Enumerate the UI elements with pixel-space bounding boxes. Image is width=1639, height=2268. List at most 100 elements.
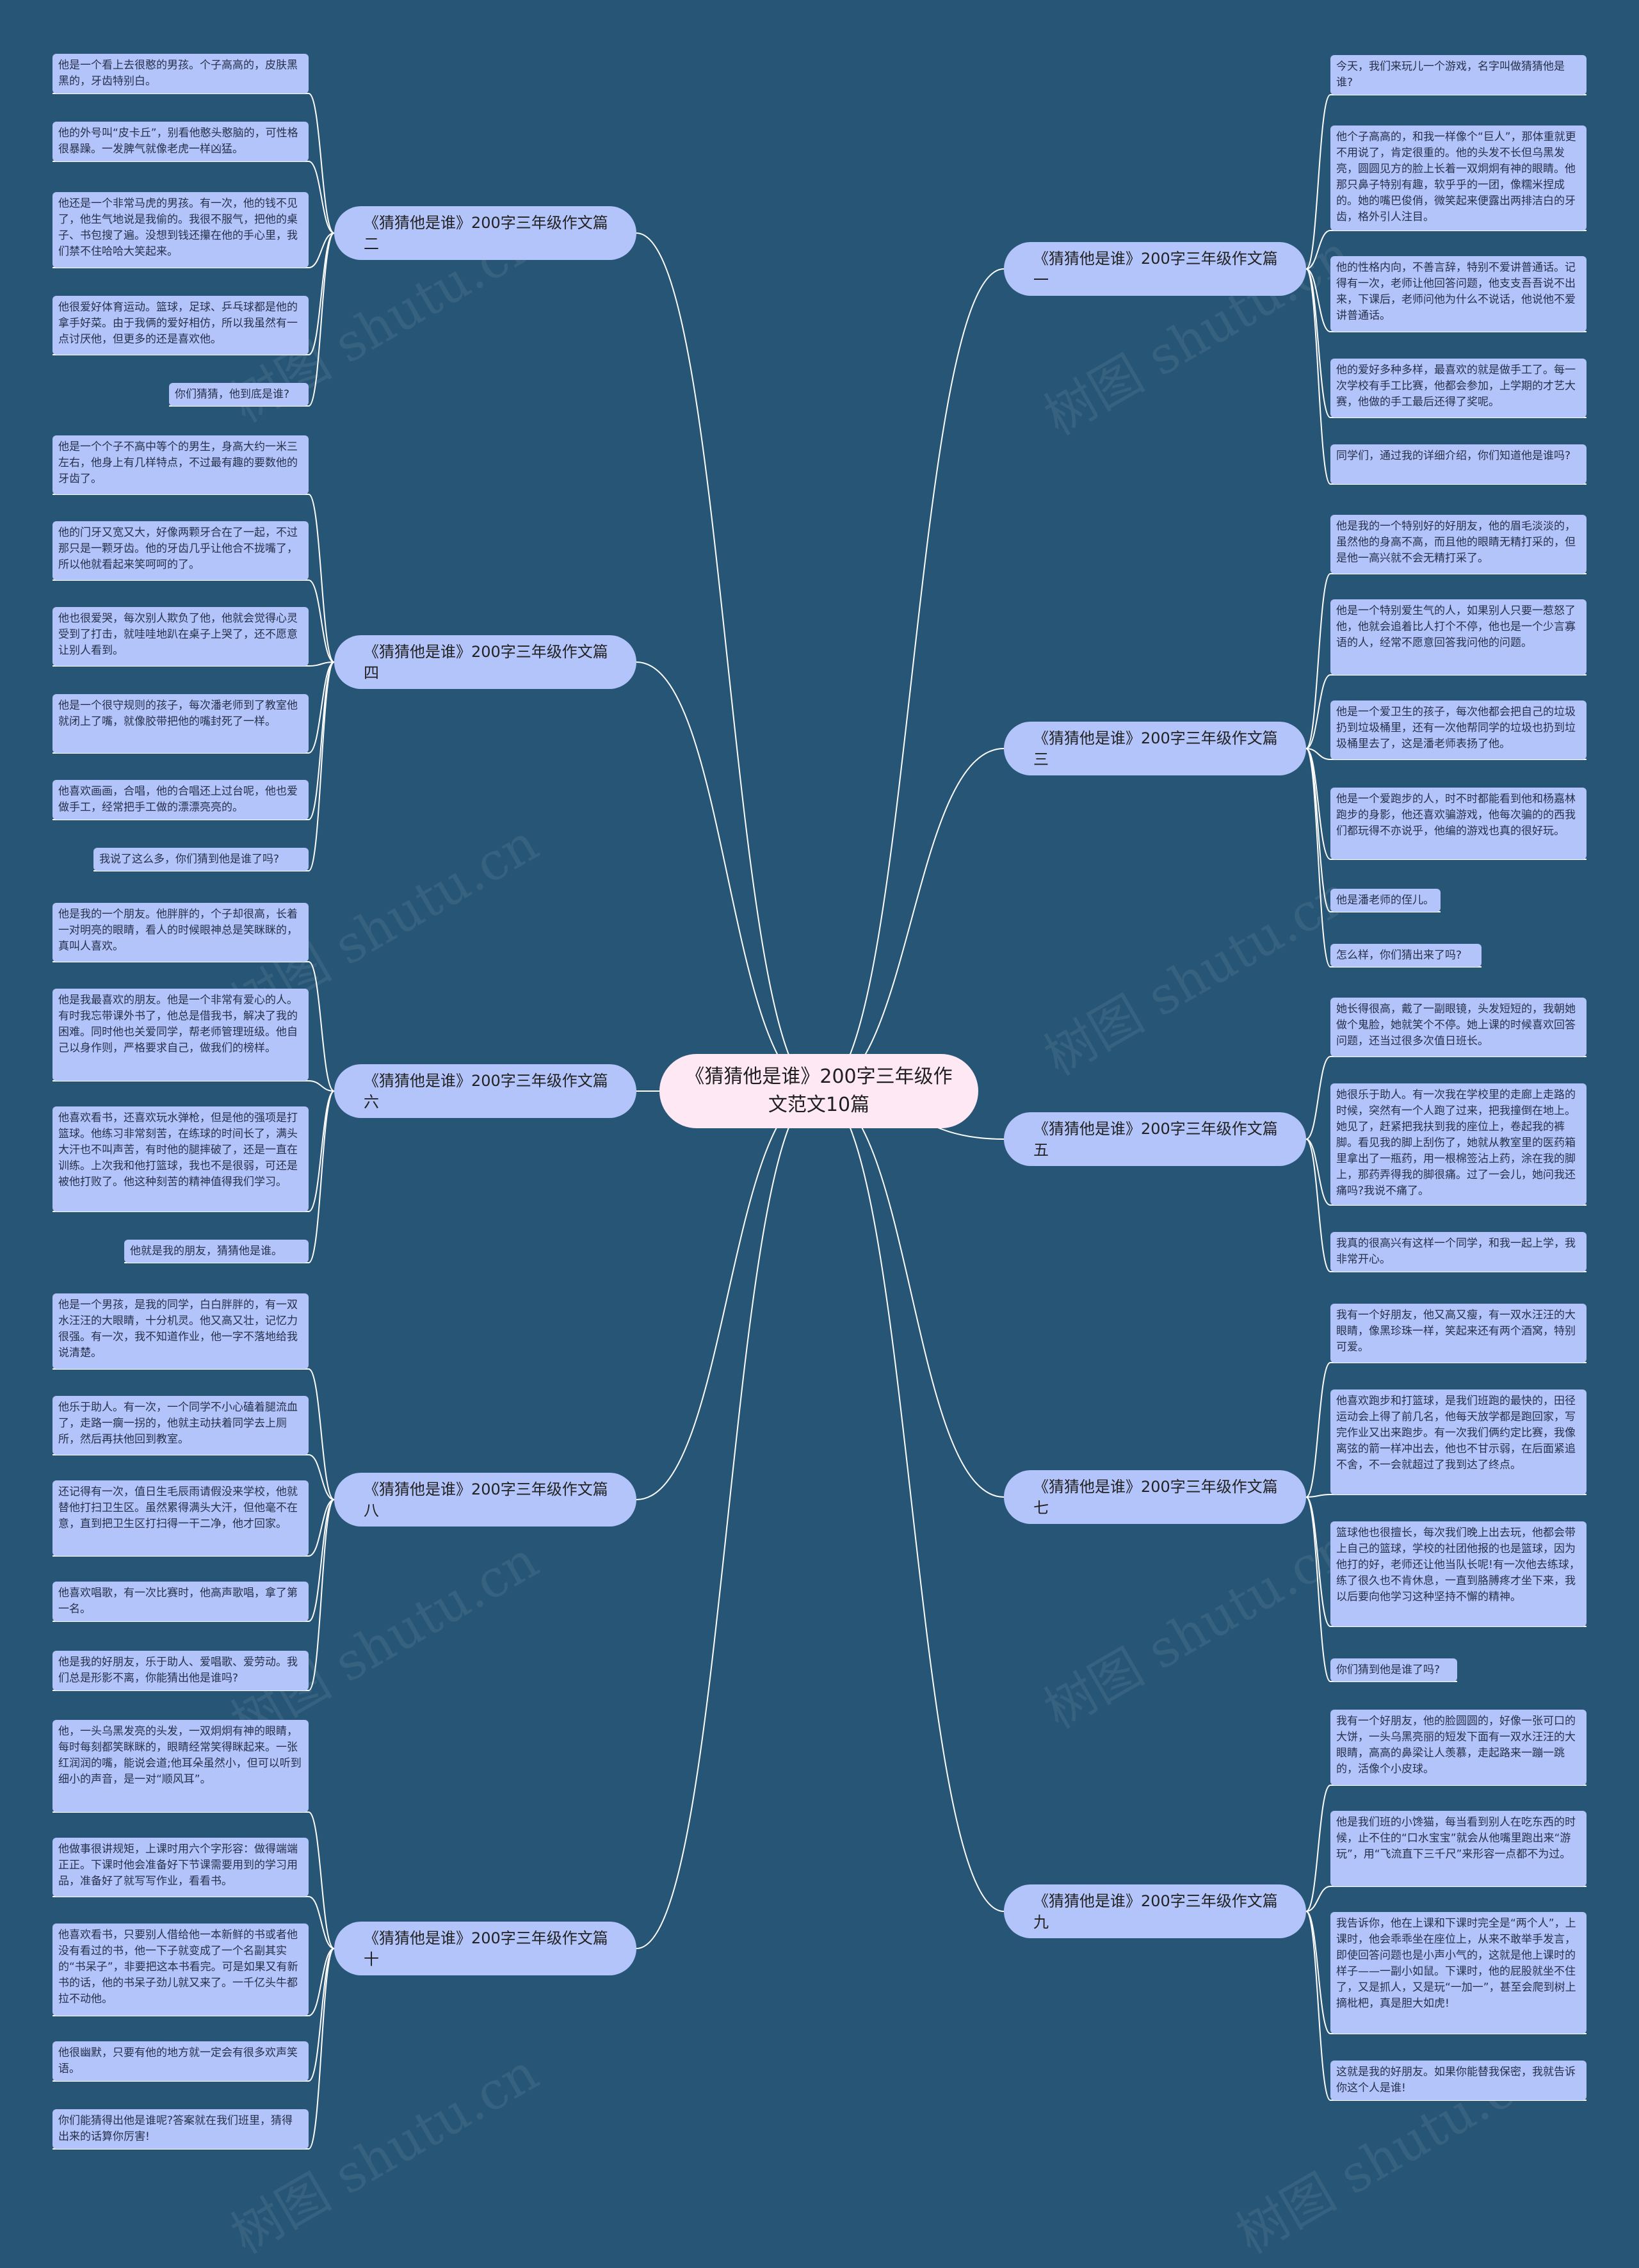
leaf-4-3: 他也很爱哭，每次别人欺负了他，他就会觉得心灵受到了打击，就哇哇地趴在桌子上哭了，… <box>52 607 309 666</box>
leaf-6-4: 他就是我的朋友，猜猜他是谁。 <box>124 1240 309 1263</box>
leaf-1-3: 他的性格内向，不善言辞，特别不爱讲普通话。记得有一次，老师让他回答问题，他支支吾… <box>1330 256 1587 332</box>
branch-node-4[interactable]: 《猜猜他是谁》200字三年级作文篇四 <box>334 635 636 689</box>
branch-3-leaf-2-line <box>1305 674 1331 749</box>
leaf-10-5: 你们能猜得出他是谁呢?答案就在我们班里，猜得出来的话算你厉害! <box>52 2109 309 2149</box>
branch-node-2[interactable]: 《猜猜他是谁》200字三年级作文篇二 <box>334 206 636 260</box>
leaf-3-1: 他是我的一个特别好的好朋友，他的眉毛淡淡的，虽然他的身高不高，而且他的眼睛无精打… <box>1330 515 1587 574</box>
leaf-1-5: 同学们，通过我的详细介绍，你们知道他是谁吗? <box>1330 444 1587 484</box>
branch-4-leaf-6-line <box>308 661 335 871</box>
leaf-9-4: 这就是我的好朋友。如果你能替我保密，我就告诉你这个人是谁! <box>1330 2061 1587 2100</box>
leaf-4-2: 他的门牙又宽又大，好像两颗牙合在了一起，不过那只是一颗牙齿。他的牙齿几乎让他合不… <box>52 521 309 580</box>
branch-node-5[interactable]: 《猜猜他是谁》200字三年级作文篇五 <box>1004 1112 1306 1166</box>
branch-node-10[interactable]: 《猜猜他是谁》200字三年级作文篇十 <box>334 1922 636 1975</box>
root-node[interactable]: 《猜猜他是谁》200字三年级作文范文10篇 <box>659 1054 978 1128</box>
branch-node-9[interactable]: 《猜猜他是谁》200字三年级作文篇九 <box>1004 1884 1306 1938</box>
branch-1-leaf-3-line <box>1305 268 1331 332</box>
leaf-3-3: 他是一个爱卫生的孩子，每次他都会把自己的垃圾扔到垃圾桶里，还有一次他帮同学的垃圾… <box>1330 701 1587 759</box>
branch-9-leaf-3-line <box>1305 1911 1331 2034</box>
branch-5-leaf-1-line <box>1305 1056 1331 1140</box>
branch-1-leaf-4-line <box>1305 268 1331 418</box>
leaf-7-3: 篮球他也很擅长，每次我们晚上出去玩，他都会带上自己的篮球，学校的社团他报的也是篮… <box>1330 1521 1587 1626</box>
branch-8-leaf-5-line <box>308 1499 335 1691</box>
branch-3-leaf-6-line <box>1305 748 1331 968</box>
leaf-2-5: 你们猜猜，他到底是谁? <box>169 383 309 406</box>
branch-7-leaf-4-line <box>1305 1496 1331 1682</box>
root-to-branch-4-line <box>636 661 820 1092</box>
branch-5-leaf-2-line <box>1305 1138 1331 1206</box>
leaf-8-2: 他乐于助人。有一次，一个同学不小心磕着腿流血了，走路一瘸一拐的，他就主动扶着同学… <box>52 1396 309 1455</box>
leaf-7-4: 你们猜到他是谁了吗? <box>1330 1658 1457 1681</box>
branch-1-leaf-2-line <box>1305 230 1331 270</box>
leaf-6-1: 他是我的一个朋友。他胖胖的，个子却很高，长着一对明亮的眼睛，看人的时候眼神总是笑… <box>52 903 309 962</box>
branch-node-6[interactable]: 《猜猜他是谁》200字三年级作文篇六 <box>334 1064 636 1118</box>
branch-2-leaf-5-line <box>308 232 335 407</box>
branch-node-3[interactable]: 《猜猜他是谁》200字三年级作文篇三 <box>1004 722 1306 775</box>
branch-4-leaf-4-line <box>308 661 335 754</box>
branch-2-leaf-3-line <box>308 232 335 268</box>
leaf-10-3: 他喜欢看书，只要别人借给他一本新鲜的书或者他没有看过的书，他一下子就变成了一个名… <box>52 1924 309 2016</box>
leaf-10-1: 他，一头乌黑发亮的头发，一双炯炯有神的眼睛，每时每刻都笑眯眯的，眼睛经常笑得眯起… <box>52 1720 309 1812</box>
root-to-branch-2-line <box>636 232 820 1092</box>
root-to-branch-3-line <box>818 748 1005 1092</box>
leaf-2-1: 他是一个看上去很憨的男孩。个子高高的，皮肤黑黑的，牙齿特别白。 <box>52 54 309 93</box>
branch-4-leaf-3-line <box>308 661 335 667</box>
branch-9-leaf-1-line <box>1305 1785 1331 1912</box>
leaf-5-3: 我真的很高兴有这样一个同学，和我一起上学，我非常开心。 <box>1330 1232 1587 1272</box>
branch-3-leaf-5-line <box>1305 748 1331 912</box>
branch-7-leaf-1-line <box>1305 1362 1331 1498</box>
branch-9-leaf-2-line <box>1305 1886 1331 1912</box>
branch-6-leaf-2-line <box>308 1080 335 1092</box>
leaf-2-4: 他很爱好体育运动。篮球，足球、乒乓球都是他的拿手好菜。由于我俩的爱好相仿，所以我… <box>52 296 309 355</box>
leaf-10-2: 他做事很讲规矩，上课时用六个字形容：做得端端正正。下课时他会准备好下节课需要用到… <box>52 1838 309 1897</box>
branch-4-leaf-2-line <box>308 579 335 663</box>
root-to-branch-7-line <box>818 1090 1005 1498</box>
branch-3-leaf-3-line <box>1305 748 1331 760</box>
leaf-8-4: 他喜欢唱歌，有一次比赛时，他高声歌唱，拿了第一名。 <box>52 1582 309 1621</box>
leaf-7-1: 我有一个好朋友，他又高又瘦，有一双水汪汪的大眼睛，像黑珍珠一样，笑起来还有两个酒… <box>1330 1304 1587 1363</box>
leaf-10-4: 他很幽默，只要有他的地方就一定会有很多欢声笑语。 <box>52 2041 309 2081</box>
root-to-branch-1-line <box>818 268 1005 1092</box>
leaf-4-4: 他是一个很守规则的孩子，每次潘老师到了教室他就闭上了嘴，就像胶带把他的嘴封死了一… <box>52 694 309 753</box>
branch-node-8[interactable]: 《猜猜他是谁》200字三年级作文篇八 <box>334 1473 636 1527</box>
branch-10-leaf-1-line <box>308 1811 335 1949</box>
branch-3-leaf-1-line <box>1305 573 1331 749</box>
leaf-4-6: 我说了这么多，你们猜到他是谁了吗? <box>93 848 309 871</box>
branch-10-leaf-2-line <box>308 1896 335 1949</box>
leaf-3-6: 怎么样，你们猜出来了吗? <box>1330 944 1482 967</box>
branch-node-1[interactable]: 《猜猜他是谁》200字三年级作文篇一 <box>1004 242 1306 296</box>
leaf-3-2: 他是一个特别爱生气的人，如果别人只要一惹怒了他，他就会追着比人打个不停，他也是一… <box>1330 599 1587 675</box>
leaf-6-3: 他喜欢看书，还喜欢玩水弹枪，但是他的强项是打篮球。他练习非常刻苦，在练球的时间长… <box>52 1106 309 1211</box>
branch-6-leaf-3-line <box>308 1090 335 1212</box>
branch-6-leaf-1-line <box>308 961 335 1092</box>
branch-1-leaf-1-line <box>1305 94 1331 270</box>
leaf-2-2: 他的外号叫“皮卡丘”，别看他憨头憨脑的，可性格很暴躁。一发脾气就像老虎一样凶猛。 <box>52 122 309 161</box>
branch-3-leaf-4-line <box>1305 748 1331 860</box>
leaf-8-1: 他是一个男孩，是我的同学，白白胖胖的，有一双水汪汪的大眼睛，十分机灵。他又高又壮… <box>52 1293 309 1369</box>
leaf-9-1: 我有一个好朋友，他的脸圆圆的，好像一张可口的大饼，一头乌黑亮丽的短发下面有一双水… <box>1330 1710 1587 1785</box>
branch-node-7[interactable]: 《猜猜他是谁》200字三年级作文篇七 <box>1004 1470 1306 1524</box>
leaf-1-4: 他的爱好多种多样，最喜欢的就是做手工了。每一次学校有手工比赛，他都会参加，上学期… <box>1330 359 1587 417</box>
leaf-2-3: 他还是一个非常马虎的男孩。有一次，他的钱不见了，他生气地说是我偷的。我很不服气，… <box>52 192 309 268</box>
branch-2-leaf-1-line <box>308 93 335 234</box>
leaf-9-3: 我告诉你，他在上课和下课时完全是“两个人”，上课时，他会乖乖坐在座位上，从来不敢… <box>1330 1912 1587 2034</box>
leaf-4-1: 他是一个个子不高中等个的男生，身高大约一米三左右，他身上有几样特点，不过最有趣的… <box>52 435 309 494</box>
leaf-3-5: 他是潘老师的侄儿。 <box>1330 889 1441 912</box>
leaf-9-2: 他是我们班的小馋猫，每当看到别人在吃东西的时候，止不住的“口水宝宝”就会从他嘴里… <box>1330 1811 1587 1886</box>
branch-8-leaf-3-line <box>308 1499 335 1557</box>
branch-9-leaf-4-line <box>1305 1911 1331 2101</box>
leaf-1-1: 今天，我们来玩儿一个游戏，名字叫做猜猜他是谁? <box>1330 55 1587 95</box>
leaf-8-3: 还记得有一次，值日生毛辰雨请假没来学校，他就替他打扫卫生区。虽然累得满头大汗，但… <box>52 1480 309 1556</box>
branch-2-leaf-2-line <box>308 161 335 234</box>
branch-10-leaf-3-line <box>308 1948 335 2016</box>
leaf-3-4: 他是一个爱跑步的人，时不时都能看到他和杨嘉林跑步的身影，他还喜欢骗游戏，他每次骗… <box>1330 788 1587 859</box>
branch-2-leaf-4-line <box>308 232 335 355</box>
leaf-5-1: 她长得很高，戴了一副眼镜，头发短短的，我朝她做个鬼脸，她就笑个不停。她上课的时候… <box>1330 998 1587 1057</box>
leaf-6-2: 他是我最喜欢的朋友。他是一个非常有爱心的人。有时我忘带课外书了，他总是借我书，解… <box>52 989 309 1081</box>
branch-8-leaf-2-line <box>308 1454 335 1500</box>
leaf-8-5: 他是我的好朋友，乐于助人、爱唱歌、爱劳动。我们总是形影不离，你能猜出他是谁吗? <box>52 1651 309 1690</box>
leaf-4-5: 他喜欢画画，合唱，他的合唱还上过台呢，他也爱做手工，经常把手工做的漂漂亮亮的。 <box>52 780 309 820</box>
branch-8-leaf-4-line <box>308 1499 335 1622</box>
branch-7-leaf-3-line <box>1305 1496 1331 1627</box>
leaf-1-2: 他个子高高的，和我一样像个“巨人”，那体重就更不用说了，肯定很重的。他的头发不长… <box>1330 126 1587 231</box>
branch-4-leaf-1-line <box>308 494 335 663</box>
